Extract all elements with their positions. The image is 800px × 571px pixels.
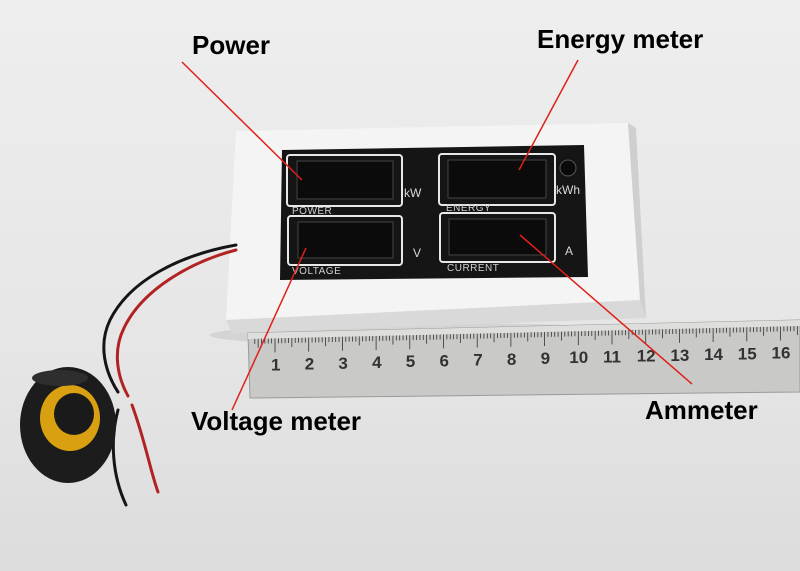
ruler-number: 8: [507, 350, 516, 369]
ruler-ticks: [254, 326, 798, 353]
callout-lines: [181, 59, 693, 411]
ruler-number: 16: [772, 343, 791, 362]
ruler-number: 12: [637, 347, 656, 366]
ruler-number: 11: [603, 347, 621, 366]
ruler-number: 7: [473, 351, 482, 370]
energy-caption: ENERGY: [446, 203, 491, 214]
voltage-caption: VOLTAGE: [292, 266, 341, 277]
indicator-led: [559, 159, 577, 177]
energy-callout-line: [518, 59, 579, 171]
energy-unit: kWh: [556, 183, 580, 197]
ruler-number: 13: [670, 346, 689, 365]
ruler-number: 4: [372, 353, 382, 372]
ruler-number: 5: [406, 352, 415, 371]
ruler-number: 1: [271, 355, 280, 374]
ammeter-label: Ammeter: [645, 395, 758, 425]
energy-meter-label: Energy meter: [537, 24, 704, 54]
current-caption: CURRENT: [447, 263, 499, 274]
ruler-number: 9: [541, 349, 550, 368]
voltage-display: V VOLTAGE: [287, 215, 421, 277]
current-unit: A: [565, 244, 573, 258]
ruler-number: 2: [305, 355, 314, 374]
voltage-meter-label: Voltage meter: [191, 406, 362, 436]
ruler-number: 14: [704, 345, 723, 364]
current-display: A CURRENT: [439, 212, 573, 274]
voltage-callout-line: [231, 247, 307, 411]
wires: [102, 243, 238, 507]
power-display: kW POWER: [286, 154, 422, 217]
power-callout-line: [181, 61, 303, 181]
ammeter-callout-line: [519, 234, 693, 385]
ruler-number: 3: [338, 354, 347, 373]
power-unit: kW: [404, 186, 422, 200]
ruler-number: 15: [738, 344, 757, 363]
ruler-number: 10: [569, 348, 588, 367]
ruler-number: 6: [440, 351, 449, 370]
current-transformer: [20, 367, 116, 483]
power-label: Power: [192, 30, 271, 60]
energy-display: kWh ENERGY: [438, 153, 580, 214]
power-caption: POWER: [292, 206, 332, 217]
voltage-unit: V: [413, 246, 421, 260]
